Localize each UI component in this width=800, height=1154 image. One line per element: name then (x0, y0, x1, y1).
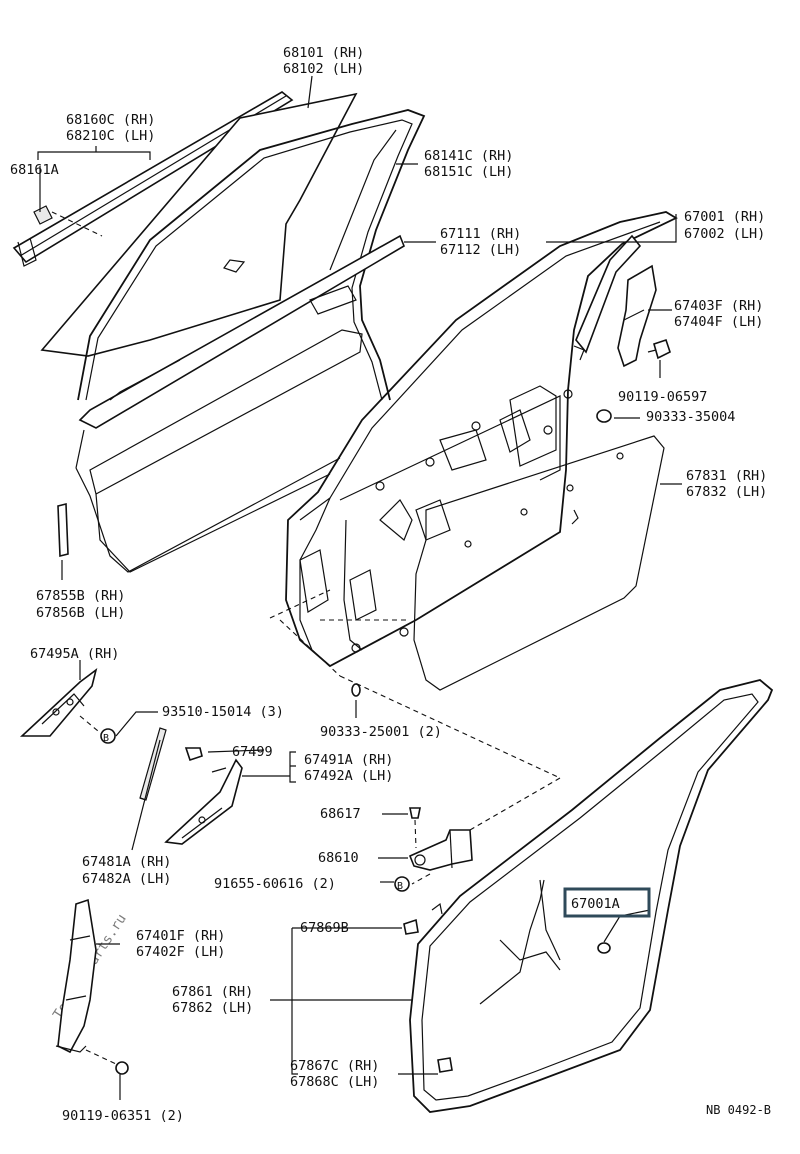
label-67481a: 67481A (RH) (82, 854, 171, 870)
bracket-67491a (164, 758, 243, 845)
label-67482a: 67482A (LH) (82, 871, 171, 887)
label-67868c: 67868C (LH) (290, 1074, 379, 1090)
seal-strip-67855b (57, 502, 69, 558)
clip-67867c (437, 1057, 453, 1073)
clip-67869b (403, 902, 443, 935)
window-regulator-panel (75, 234, 405, 573)
label-67499: 67499 (232, 744, 273, 760)
label-68102: 68102 (LH) (283, 61, 364, 77)
label-67831: 67831 (RH) (686, 468, 767, 484)
hole-plug-90333-25001 (351, 683, 361, 697)
svg-text:B: B (397, 881, 403, 892)
door-frame-upper-sash (575, 234, 642, 354)
label-67832: 67832 (LH) (686, 484, 767, 500)
label-68101: 68101 (RH) (283, 45, 364, 61)
hinge-68610 (408, 829, 473, 885)
mirror-base-67495a (19, 668, 105, 737)
label-67002: 67002 (LH) (684, 226, 765, 242)
label-67495a: 67495A (RH) (30, 646, 119, 662)
label-91655-60616: 91655-60616 (2) (214, 876, 336, 892)
sash-rear-67401f (55, 898, 97, 1054)
door-frame-outline (95, 473, 331, 573)
label-67403f: 67403F (RH) (674, 298, 763, 314)
label-67856b: 67856B (LH) (36, 605, 125, 621)
label-68210c: 68210C (LH) (66, 128, 155, 144)
label-68617: 68617 (320, 806, 361, 822)
trim-pad-67481a (139, 727, 167, 801)
label-67491a: 67491A (RH) (304, 752, 393, 768)
door-service-hole-cover (413, 435, 665, 691)
leader-93510 (115, 711, 158, 737)
door-glass-run (77, 109, 426, 401)
label-67861: 67861 (RH) (172, 984, 253, 1000)
label-93510-15014: 93510-15014 (3) (162, 704, 284, 720)
sash-bracket-67403f (617, 264, 657, 368)
label-90119-06351: 90119-06351 (2) (62, 1108, 184, 1124)
bolt-90119-06351 (85, 1049, 129, 1075)
label-67401f: 67401F (RH) (136, 928, 225, 944)
door-glass (40, 92, 358, 357)
label-67402f: 67402F (LH) (136, 944, 225, 960)
label-68160c: 68160C (RH) (66, 112, 155, 128)
label-68141c: 68141C (RH) (424, 148, 513, 164)
label-67112: 67112 (LH) (440, 242, 521, 258)
pin-68617 (409, 807, 421, 849)
marker-b-1: B (100, 728, 116, 744)
label-68610: 68610 (318, 850, 359, 866)
label-90333-25001: 90333-25001 (2) (320, 724, 442, 740)
label-67001a: 67001A (571, 896, 620, 912)
door-weatherstrip-67861 (409, 679, 774, 1113)
leader-lines (37, 75, 682, 1100)
label-67855b: 67855B (RH) (36, 588, 125, 604)
label-68161a: 68161A (10, 162, 59, 178)
assembly-guide-lines (269, 589, 561, 831)
part-labels: 68101 (RH) 68102 (LH) 68160C (RH) 68210C… (10, 45, 771, 1124)
label-67404f: 67404F (LH) (674, 314, 763, 330)
diagram-code: NB 0492-B (706, 1103, 771, 1117)
label-90119-06597: 90119-06597 (618, 389, 707, 405)
bolt-90119-06597 (647, 338, 671, 360)
clip-67499 (184, 747, 203, 762)
hole-plug-90333-35004 (596, 409, 612, 423)
label-67492a: 67492A (LH) (304, 768, 393, 784)
label-68151c: 68151C (LH) (424, 164, 513, 180)
label-67869b: 67869B (300, 920, 349, 936)
highlight-box-67001a (563, 887, 651, 918)
label-67867c: 67867C (RH) (290, 1058, 379, 1074)
label-67111: 67111 (RH) (440, 226, 521, 242)
clip-68161a (33, 205, 103, 237)
label-67001: 67001 (RH) (684, 209, 765, 225)
label-90333-35004: 90333-35004 (646, 409, 735, 425)
label-67862: 67862 (LH) (172, 1000, 253, 1016)
svg-text:B: B (103, 733, 109, 744)
marker-b-2: B (394, 876, 410, 892)
